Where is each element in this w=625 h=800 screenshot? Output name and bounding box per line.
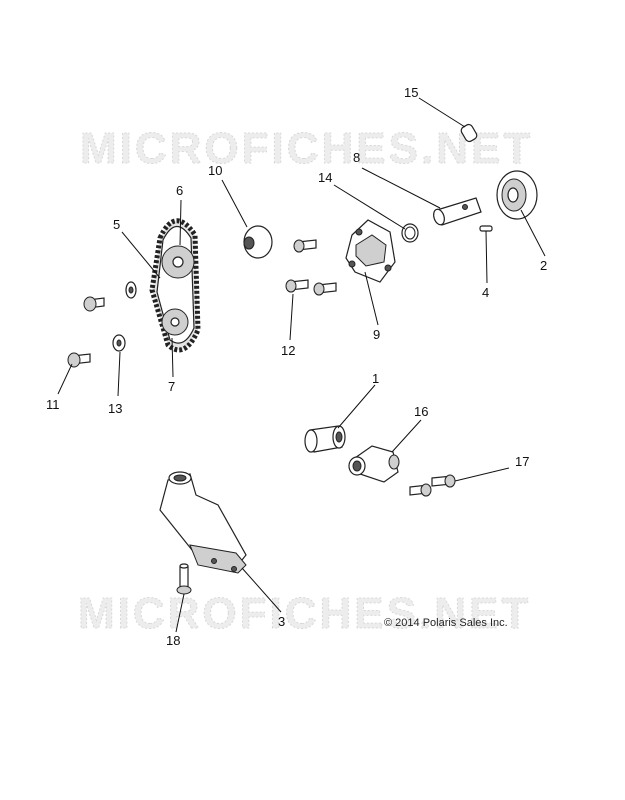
callout-6: 6 — [176, 183, 183, 198]
part-2-gear — [496, 170, 538, 220]
part-3-oil-pickup — [159, 471, 247, 574]
callout-14: 14 — [318, 170, 332, 185]
part-17-bolts — [409, 474, 456, 497]
callout-17: 17 — [515, 454, 529, 469]
callout-12: 12 — [281, 343, 295, 358]
callout-7: 7 — [168, 379, 175, 394]
part-1-coupler — [304, 425, 346, 453]
callout-8: 8 — [353, 150, 360, 165]
part-9-pump-housing — [345, 219, 396, 283]
part-14-oring — [401, 223, 419, 243]
part-15-pin — [460, 123, 478, 143]
part-13-washers — [112, 281, 137, 352]
part-10-cup — [243, 225, 273, 259]
part-12-bolts — [285, 239, 337, 296]
part-5-6-7-chain-sprockets — [149, 218, 201, 353]
leader-lines — [57, 97, 546, 633]
callout-4: 4 — [482, 285, 489, 300]
callout-15: 15 — [404, 85, 418, 100]
part-18-bolt — [176, 563, 192, 595]
part-11-bolts — [67, 296, 105, 368]
callout-10: 10 — [208, 163, 222, 178]
part-4-dowel — [479, 225, 493, 232]
callout-11: 11 — [46, 397, 60, 412]
watermark-bottom: MICROFICHES.NET — [78, 589, 531, 638]
callout-2: 2 — [540, 258, 547, 273]
callout-1: 1 — [372, 371, 379, 386]
watermark-top: MICROFICHES.NET — [80, 124, 533, 173]
callout-3: 3 — [278, 614, 285, 629]
callout-18: 18 — [166, 633, 180, 648]
callout-numbers: 1 2 3 4 5 6 7 8 9 10 11 12 13 14 15 16 1… — [46, 85, 547, 648]
callout-9: 9 — [373, 327, 380, 342]
part-8-shaft — [433, 197, 482, 226]
callout-16: 16 — [414, 404, 428, 419]
callout-13: 13 — [108, 401, 122, 416]
part-16-pump-body — [348, 445, 400, 483]
callout-5: 5 — [113, 217, 120, 232]
copyright-notice: © 2014 Polaris Sales Inc. — [384, 617, 508, 629]
